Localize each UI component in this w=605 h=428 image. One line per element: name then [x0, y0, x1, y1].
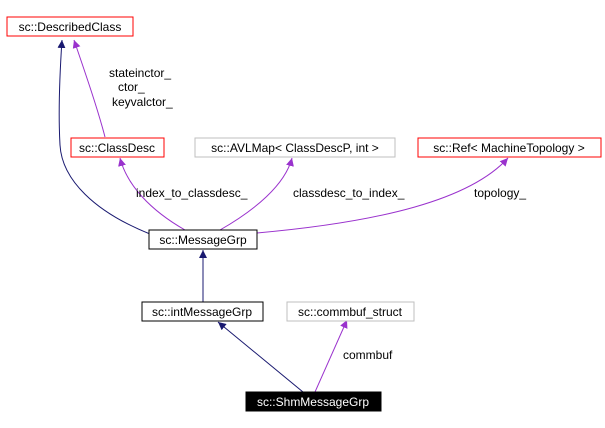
node-commbuf-struct[interactable]: sc::commbuf_struct: [286, 301, 415, 322]
node-described-class[interactable]: sc::DescribedClass: [6, 16, 134, 37]
edge-label-ctor: ctor_: [118, 80, 145, 94]
edge-shmmessagegrp-to-commbufstruct: [314, 319, 348, 393]
edge-label-keyvalctor: keyvalctor_: [112, 95, 173, 109]
edge-classdesc-to-describedclass: [72, 39, 106, 138]
edge-messagegrp-to-avlmap: [219, 157, 294, 231]
edge-label-classdesc-to-index: classdesc_to_index_: [293, 186, 405, 200]
edge-messagegrp-to-classdesc: [118, 157, 186, 231]
node-avl-map[interactable]: sc::AVLMap< ClassDescP, int >: [194, 137, 396, 158]
node-message-grp-label: sc::MessageGrp: [159, 233, 247, 247]
node-avl-map-label: sc::AVLMap< ClassDescP, int >: [211, 141, 379, 155]
node-class-desc-label: sc::ClassDesc: [79, 141, 155, 155]
node-shm-message-grp[interactable]: sc::ShmMessageGrp: [245, 391, 382, 412]
node-int-message-grp-label: sc::intMessageGrp: [152, 305, 252, 319]
node-shm-message-grp-label: sc::ShmMessageGrp: [257, 395, 369, 409]
edge-messagegrp-to-describedclass: [57, 39, 151, 235]
node-described-class-label: sc::DescribedClass: [19, 20, 122, 34]
edge-messagegrp-to-ref-machinetopology: [256, 157, 509, 234]
node-class-desc[interactable]: sc::ClassDesc: [70, 137, 165, 158]
node-message-grp[interactable]: sc::MessageGrp: [148, 229, 258, 250]
edge-shmmessagegrp-to-intmessagegrp: [217, 321, 304, 393]
node-ref-machine-topology[interactable]: sc::Ref< MachineTopology >: [417, 137, 602, 158]
edge-label-commbuf: commbuf: [343, 348, 393, 362]
node-commbuf-struct-label: sc::commbuf_struct: [298, 305, 403, 319]
node-ref-machine-topology-label: sc::Ref< MachineTopology >: [433, 141, 584, 155]
edge-label-topology: topology_: [474, 186, 526, 200]
edge-label-stateinctor: stateinctor_: [109, 66, 171, 80]
edge-label-index-to-classdesc: index_to_classdesc_: [136, 186, 248, 200]
node-int-message-grp[interactable]: sc::intMessageGrp: [141, 301, 264, 322]
